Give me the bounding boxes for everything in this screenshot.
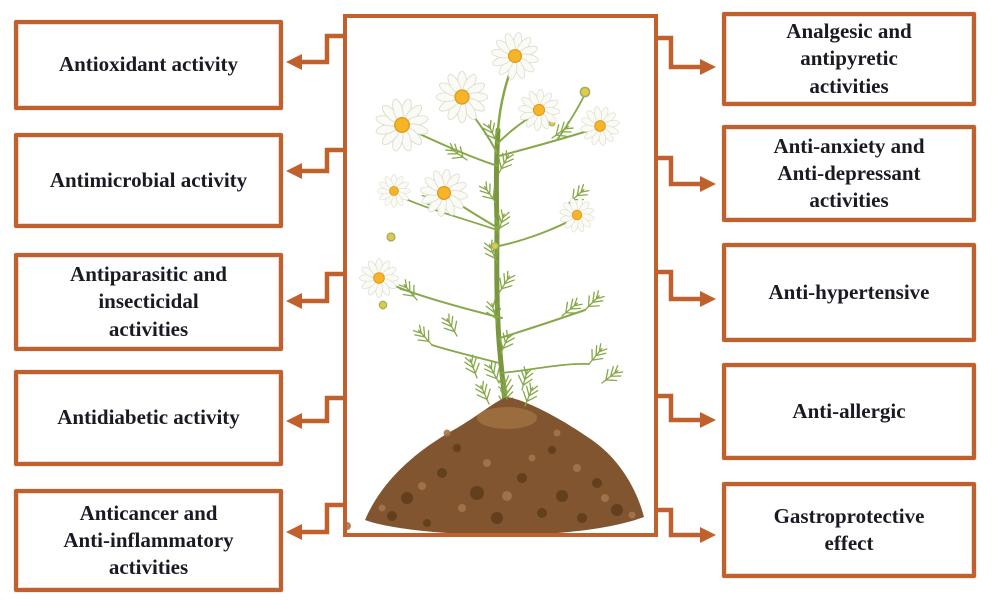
activity-label: Antioxidant activity: [58, 52, 239, 77]
arrowhead-left-4: [286, 413, 302, 429]
activity-label: Analgesic and antipyretic activities: [786, 19, 912, 98]
activity-label: Anticancer and Anti-inflammatory activit…: [63, 500, 234, 580]
arrowhead-left-2: [286, 163, 302, 179]
arrowhead-right-4: [700, 412, 716, 428]
chamomile-plant-illustration: [347, 27, 644, 533]
right-connectors: [655, 35, 716, 543]
soil-mound: [347, 397, 644, 533]
activity-label: Anti-anxiety and Anti-depressant activit…: [773, 133, 925, 213]
arrowhead-right-1: [700, 59, 716, 75]
activity-box-anti-hypertensive: Anti-hypertensive: [722, 243, 976, 342]
connector-right-3: [655, 269, 701, 302]
activity-box-anti-allergic: Anti-allergic: [722, 363, 976, 460]
activity-box-analgesic: Analgesic and antipyretic activities: [722, 12, 976, 106]
connector-left-2: [301, 147, 346, 174]
arrowhead-right-3: [700, 291, 716, 307]
connector-left-1: [301, 33, 346, 65]
connector-right-2: [655, 155, 701, 187]
activity-label: Anti-hypertensive: [768, 279, 930, 304]
arrowhead-right-2: [700, 176, 716, 192]
arrowhead-left-5: [286, 524, 302, 540]
connector-right-1: [655, 35, 701, 70]
plant-foliage: [396, 103, 626, 412]
activity-box-antioxidant: Antioxidant activity: [14, 20, 283, 110]
activity-box-anticancer: Anticancer and Anti-inflammatory activit…: [14, 489, 283, 592]
arrowhead-left-3: [286, 293, 302, 309]
activity-box-antiparasitic: Antiparasitic and insecticidal activitie…: [14, 253, 283, 351]
activity-label: Gastroprotective effect: [773, 503, 925, 555]
connector-left-5: [301, 502, 346, 535]
activity-label: Antimicrobial activity: [49, 167, 248, 192]
activity-box-antidiabetic: Antidiabetic activity: [14, 370, 283, 466]
arrowhead-right-5: [700, 527, 716, 543]
plant-image-frame: [343, 14, 658, 537]
activity-label: Anti-allergic: [792, 398, 906, 423]
connector-right-4: [655, 393, 701, 423]
left-connectors: [286, 33, 346, 540]
activity-label: Antiparasitic and insecticidal activitie…: [70, 262, 227, 341]
connector-left-4: [301, 395, 346, 424]
activity-box-gastroprotective: Gastroprotective effect: [722, 482, 976, 578]
activity-box-anti-anxiety: Anti-anxiety and Anti-depressant activit…: [722, 125, 976, 222]
connector-right-5: [655, 507, 701, 538]
activity-box-antimicrobial: Antimicrobial activity: [14, 133, 283, 228]
connector-left-3: [301, 271, 346, 304]
arrowhead-left-1: [286, 54, 302, 70]
activity-label: Antidiabetic activity: [57, 405, 240, 430]
